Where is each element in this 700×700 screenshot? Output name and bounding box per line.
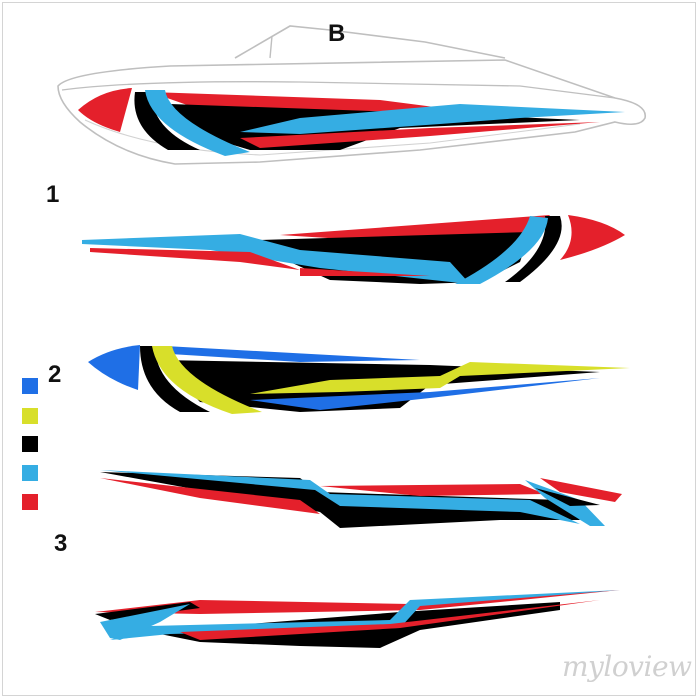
windshield — [234, 25, 506, 59]
d4-lightblue-long — [110, 590, 620, 640]
boat-decal — [78, 88, 625, 156]
d2-blue-lower — [250, 378, 600, 410]
d2-blue-nose — [88, 345, 140, 390]
decal-design-3 — [100, 470, 622, 528]
d1-black-swoosh — [505, 216, 562, 282]
d4-black-tail — [95, 602, 200, 620]
decal-design-4 — [95, 590, 620, 648]
d1-red-lower — [300, 268, 430, 276]
swatch-red — [22, 494, 38, 510]
decal-design-2 — [88, 345, 630, 414]
decal-design-1 — [82, 215, 625, 284]
swatch-yellow — [22, 408, 38, 424]
d3-lightblue-stripe — [100, 470, 580, 524]
design-1-label: 1 — [46, 181, 60, 208]
swatch-blue — [22, 378, 38, 394]
d3-red-stripe — [320, 484, 545, 496]
watermark-logo: myloview — [562, 650, 692, 683]
d2-yellow-long — [250, 362, 630, 394]
d4-lightblue-tail — [100, 604, 190, 640]
decal-lightblue-swoosh — [145, 90, 250, 156]
decal-red-lower — [240, 122, 600, 148]
decal-lightblue-stripe — [240, 104, 625, 134]
decal-red-nose — [78, 88, 132, 132]
swatch-light-blue — [22, 465, 38, 481]
d3-red-thin — [100, 478, 320, 514]
d3-black-tip — [535, 488, 600, 506]
d4-red-lower — [180, 600, 600, 640]
design-2-label: 2 — [48, 361, 62, 388]
d2-blue-upper — [165, 346, 420, 362]
d2-yellow-swoosh — [152, 346, 262, 414]
d4-red-upper — [95, 590, 620, 614]
windshield-strut — [269, 35, 273, 59]
boat-label: B — [328, 20, 346, 47]
d3-red-tip — [540, 478, 622, 502]
d2-black-swoosh — [140, 346, 210, 412]
d1-red-tip — [560, 215, 625, 260]
swatch-black — [22, 436, 38, 452]
d1-lightblue-swoosh — [455, 216, 548, 284]
boat-illustration — [57, 25, 646, 165]
d1-lightblue-long — [82, 234, 470, 284]
hull-rubrail — [61, 81, 616, 99]
design-3-label: 3 — [54, 530, 68, 557]
d1-red-thin — [90, 248, 300, 270]
